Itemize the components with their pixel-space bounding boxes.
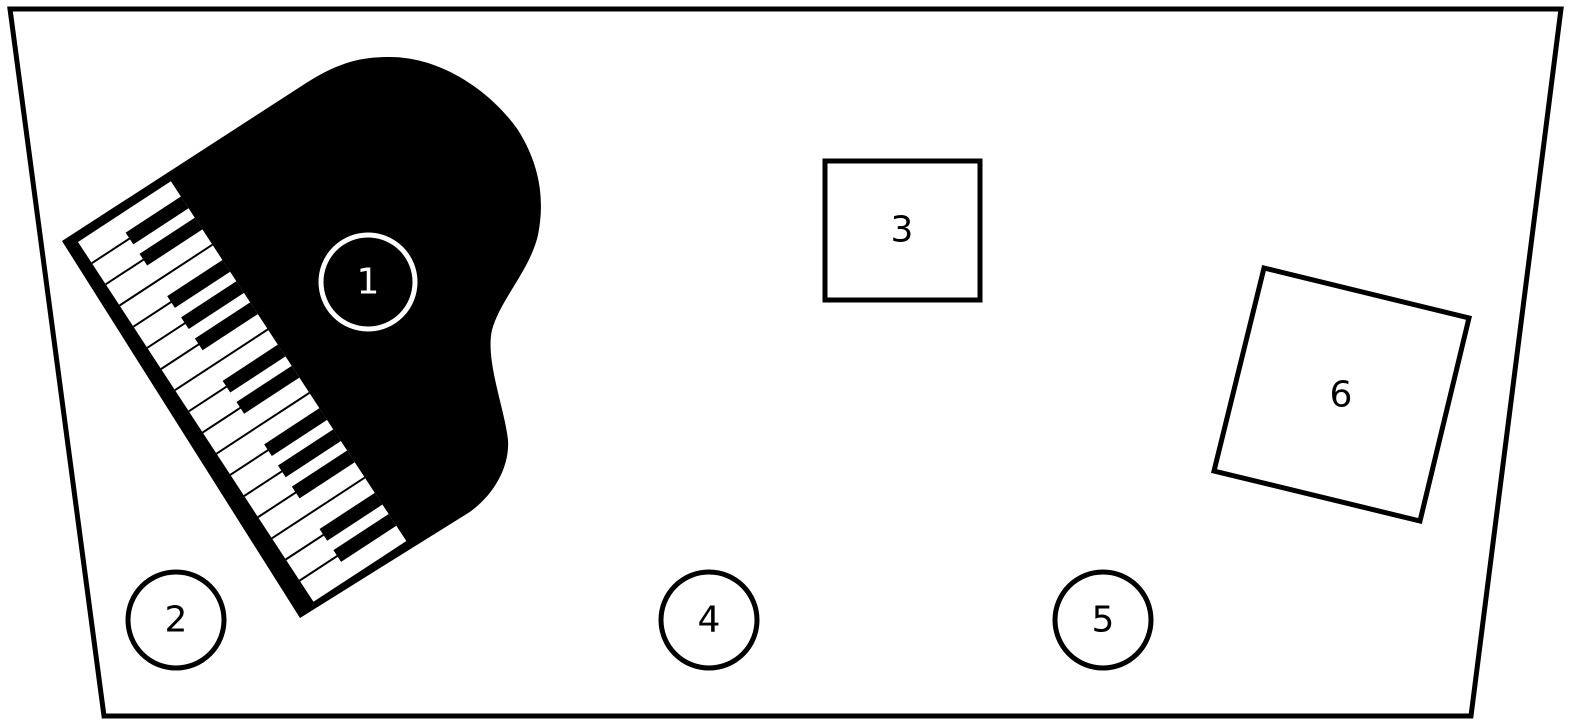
label-3: 3 [891,210,914,251]
label-4: 4 [698,600,721,641]
label-5: 5 [1092,600,1115,641]
label-1: 1 [357,262,380,303]
label-2: 2 [165,600,188,641]
label-6: 6 [1330,375,1353,416]
